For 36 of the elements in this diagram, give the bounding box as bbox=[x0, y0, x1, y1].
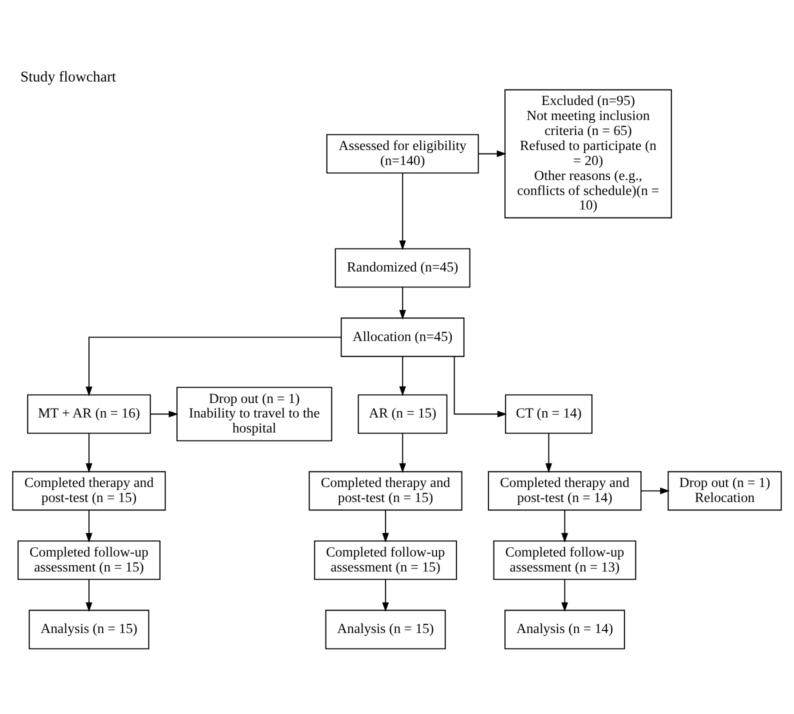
arrow bbox=[399, 173, 406, 250]
node-box: Completed therapy and post-test (n = 15) bbox=[308, 471, 462, 511]
node-box: MT + AR (n = 16) bbox=[27, 394, 151, 434]
arrow bbox=[382, 580, 389, 612]
node-box: Analysis (n = 14) bbox=[504, 610, 625, 650]
diagram-title: Study flowchart bbox=[20, 69, 116, 86]
arrow bbox=[382, 510, 389, 543]
arrow bbox=[454, 356, 508, 418]
node-box: Analysis (n = 15) bbox=[28, 610, 150, 650]
arrow bbox=[150, 410, 178, 418]
node-box: Randomized (n=45) bbox=[334, 248, 470, 288]
node-box: AR (n = 15) bbox=[358, 394, 448, 434]
node-box: Drop out (n = 1) Inability to travel to the hospital bbox=[176, 386, 332, 442]
node-box: Completed follow-up assessment (n = 15) bbox=[18, 540, 160, 580]
arrow bbox=[399, 433, 406, 473]
node-box: Completed therapy and post-test (n = 14) bbox=[488, 471, 642, 511]
node-box: Analysis (n = 15) bbox=[325, 610, 446, 650]
node-box: CT (n = 14) bbox=[505, 394, 592, 434]
arrow bbox=[478, 150, 506, 158]
arrow bbox=[545, 433, 552, 473]
arrow bbox=[86, 433, 92, 473]
node-box: Completed therapy and post-test (n = 15) bbox=[12, 471, 166, 511]
arrow bbox=[86, 336, 342, 396]
arrow bbox=[86, 580, 92, 612]
arrow bbox=[86, 510, 92, 543]
node-box: Allocation (n=45) bbox=[340, 318, 464, 357]
node-box: Excluded (n=95) Not meeting inclusion criteria (n = 65) Refused to participate (n = 20) Other reasons (e.g., conflicts of schedule)(n = 10) bbox=[504, 89, 672, 218]
node-box: Drop out (n = 1) Relocation bbox=[668, 471, 782, 511]
arrow bbox=[399, 356, 406, 396]
arrow bbox=[399, 287, 406, 320]
arrow bbox=[641, 488, 670, 494]
arrow bbox=[561, 580, 568, 612]
node-box: Completed follow-up assessment (n = 13) bbox=[493, 540, 636, 580]
arrow bbox=[561, 510, 568, 543]
node-box: Assessed for eligibility (n=140) bbox=[326, 134, 479, 174]
node-box: Completed follow-up assessment (n = 15) bbox=[314, 540, 457, 580]
